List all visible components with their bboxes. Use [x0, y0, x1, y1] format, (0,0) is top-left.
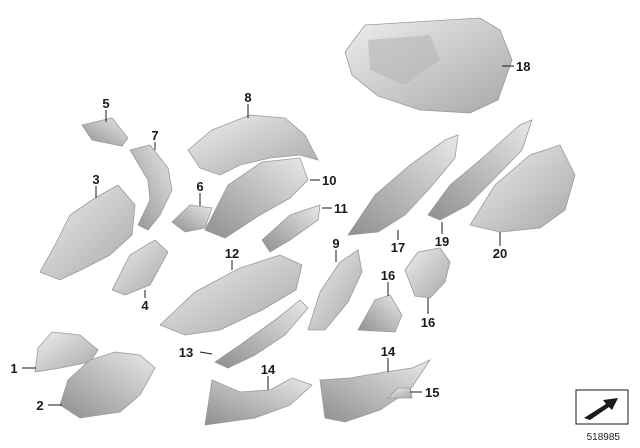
callout-10: 10 [322, 173, 336, 188]
part-11-shape [261, 204, 321, 253]
part-8-shape [187, 114, 319, 176]
callout-19: 18 [516, 59, 530, 74]
part-2-shape [59, 351, 156, 419]
part-15-shape [387, 387, 413, 399]
part-1-shape [34, 331, 99, 373]
part-10-shape [204, 157, 309, 239]
callout-8: 8 [244, 90, 251, 105]
callout-15: 15 [425, 385, 439, 400]
callout-16: 16 [381, 268, 395, 283]
callout-18: 17 [391, 240, 405, 255]
callout-14-right: 14 [381, 344, 396, 359]
callout-9: 9 [332, 236, 339, 251]
part-6-shape [171, 204, 213, 233]
part-7-shape [129, 144, 173, 231]
part-18-shape [347, 134, 459, 236]
part-4-shape [111, 239, 169, 296]
callout-7: 7 [151, 128, 158, 143]
document-number: 518985 [587, 432, 621, 443]
part-12-shape [159, 254, 303, 336]
part-14a-shape [204, 377, 313, 426]
part-21-shape [469, 144, 576, 233]
callout-2: 2 [36, 398, 43, 413]
part-16-shape [357, 294, 403, 333]
callout-20: 19 [435, 234, 449, 249]
callout-6: 6 [196, 179, 203, 194]
part-19-shape [344, 17, 513, 114]
callout-5: 5 [102, 96, 109, 111]
part-3-shape [39, 184, 136, 281]
callout-1: 1 [10, 361, 17, 376]
callout-17: 16 [421, 315, 435, 330]
part-9-shape [307, 249, 363, 331]
part-17-shape [404, 247, 451, 299]
part-20-shape [427, 119, 533, 221]
callout-13: 13 [179, 345, 193, 360]
leader-lines [22, 65, 514, 406]
callout-3: 3 [92, 172, 99, 187]
callout-14-left: 14 [261, 362, 276, 377]
part-13-shape [214, 299, 309, 369]
view-direction-icon [575, 389, 629, 425]
part-5-shape [81, 117, 129, 147]
callout-4: 4 [141, 298, 149, 313]
callout-11: 11 [334, 201, 348, 216]
callout-12: 12 [225, 246, 239, 261]
callout-21: 20 [493, 246, 507, 261]
part-14b-shape [319, 359, 432, 423]
